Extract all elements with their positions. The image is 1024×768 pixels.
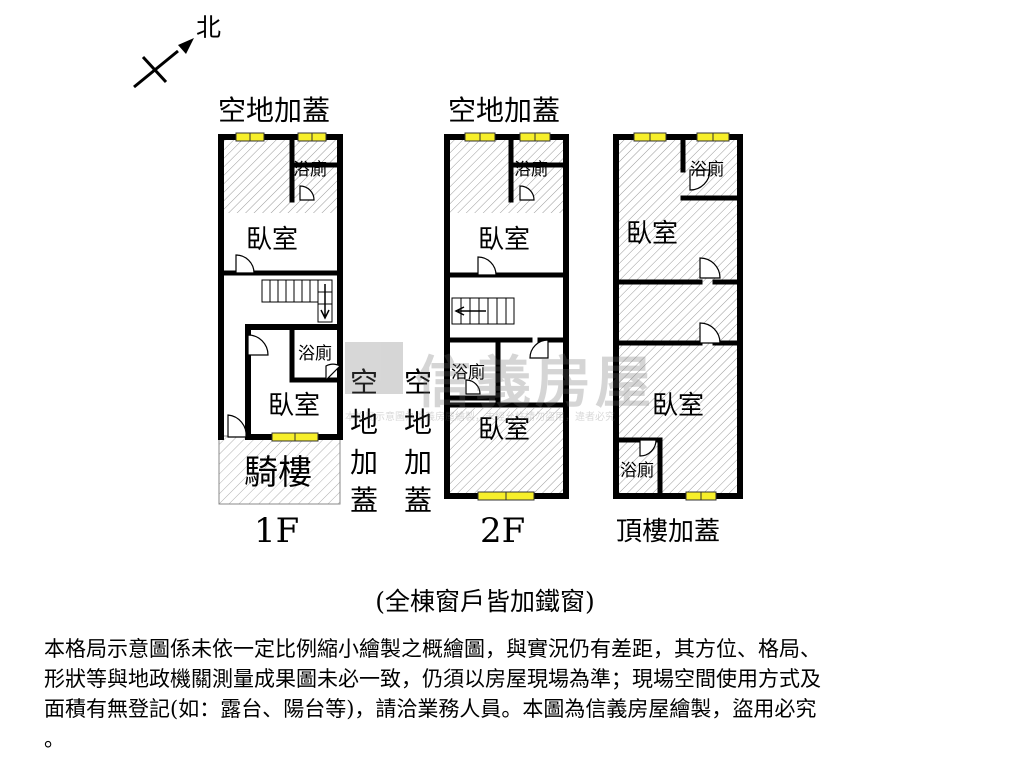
- side-label-char: 加: [350, 446, 378, 479]
- floor-roof-label: 頂樓加蓋: [616, 517, 720, 547]
- window-icon: [633, 132, 667, 142]
- floor-1f-label: 1F: [254, 511, 299, 551]
- side-label-char: 空: [404, 366, 432, 399]
- door-icon: [639, 439, 657, 457]
- disclaimer: 本格局示意圖係未依一定比例縮小繪製之概繪圖，與實況仍有差距，其方位、格局、 形狀…: [44, 634, 994, 754]
- door-icon: [247, 334, 269, 356]
- wall-interior: [613, 134, 743, 499]
- door-icon: [465, 379, 481, 395]
- room-label-bedroom: 臥室: [652, 391, 704, 421]
- room-label-bathroom: 浴廁: [690, 159, 724, 180]
- north-compass: 北: [133, 13, 221, 89]
- disclaimer-line: 。: [44, 727, 65, 751]
- side-label-char: 加: [404, 446, 432, 479]
- disclaimer-line: 面積有無登記(如：露台、陽台等)，請洽業務人員。本圖為信義房屋繪製，盜用必究: [44, 697, 817, 721]
- window-icon: [696, 132, 730, 142]
- room-label-bathroom: 浴廁: [620, 460, 654, 481]
- room-label-bedroom: 臥室: [246, 225, 298, 255]
- floor-2f: 空地加蓋 空 地 加 蓋 浴廁 臥室 浴廁 臥室 2F: [404, 94, 569, 551]
- north-arrow-icon: [178, 38, 194, 54]
- window-icon: [685, 491, 717, 501]
- floor-2f-top-label: 空地加蓋: [448, 94, 560, 127]
- hatched-area: [221, 140, 338, 213]
- door-icon: [235, 254, 255, 274]
- window-icon: [271, 432, 319, 442]
- window-icon: [519, 132, 551, 142]
- window-icon: [464, 132, 496, 142]
- room-label-bathroom: 浴廁: [298, 343, 332, 364]
- side-label-char: 蓋: [350, 484, 378, 517]
- hatched-area: [450, 140, 565, 213]
- floor-1f-top-label: 空地加蓋: [218, 94, 330, 127]
- room-label-bedroom: 臥室: [626, 219, 678, 249]
- side-label-char: 空: [350, 366, 378, 399]
- stair-arrow-icon: [320, 284, 330, 320]
- disclaimer-line: 形狀等與地政機關測量成果圖未必一致，仍須以房屋現場為準；現場空間使用方式及: [44, 667, 821, 691]
- room-label-bedroom: 臥室: [478, 415, 530, 445]
- room-label-bedroom: 臥室: [268, 391, 320, 421]
- door-icon: [689, 169, 711, 191]
- window-icon: [297, 132, 327, 142]
- hatched-area: [450, 408, 565, 494]
- door-icon: [325, 363, 341, 382]
- window-icon: [477, 491, 535, 501]
- side-label-char: 地: [404, 406, 432, 439]
- door-icon: [699, 257, 721, 279]
- room-label-arcade: 騎樓: [244, 453, 312, 493]
- door-icon: [227, 414, 247, 438]
- side-label-char: 蓋: [404, 484, 432, 517]
- room-label-bathroom: 浴廁: [514, 159, 548, 180]
- floor-1f: 空地加蓋 臥室 浴廁: [218, 94, 378, 551]
- arcade-hatched-area: [218, 435, 341, 505]
- staircase: [451, 297, 515, 325]
- disclaimer-line: 本格局示意圖係未依一定比例縮小繪製之概繪圖，與實況仍有差距，其方位、格局、: [44, 637, 821, 661]
- wall-interior: [218, 134, 343, 440]
- compass-cross-line: [141, 55, 168, 84]
- room-label-bathroom: 浴廁: [451, 362, 485, 383]
- floor-roof: 浴廁 臥室 臥室 浴廁 頂樓加蓋: [613, 132, 743, 547]
- window-icon: [235, 132, 265, 142]
- door-icon: [299, 185, 315, 201]
- staircase: [261, 279, 333, 323]
- door-icon: [519, 185, 535, 201]
- room-label-bedroom: 臥室: [478, 225, 530, 255]
- stair-arrow-icon: [454, 306, 486, 316]
- door-icon: [529, 339, 549, 359]
- door-icon: [699, 322, 721, 344]
- side-label-char: 地: [350, 406, 378, 439]
- door-icon: [477, 256, 497, 276]
- floor-2f-label: 2F: [480, 511, 525, 551]
- room-label-bathroom: 浴廁: [293, 159, 327, 180]
- north-label: 北: [196, 13, 221, 42]
- wall-interior: [444, 134, 569, 408]
- window-note-caption: (全棟窗戶皆加鐵窗): [375, 587, 595, 616]
